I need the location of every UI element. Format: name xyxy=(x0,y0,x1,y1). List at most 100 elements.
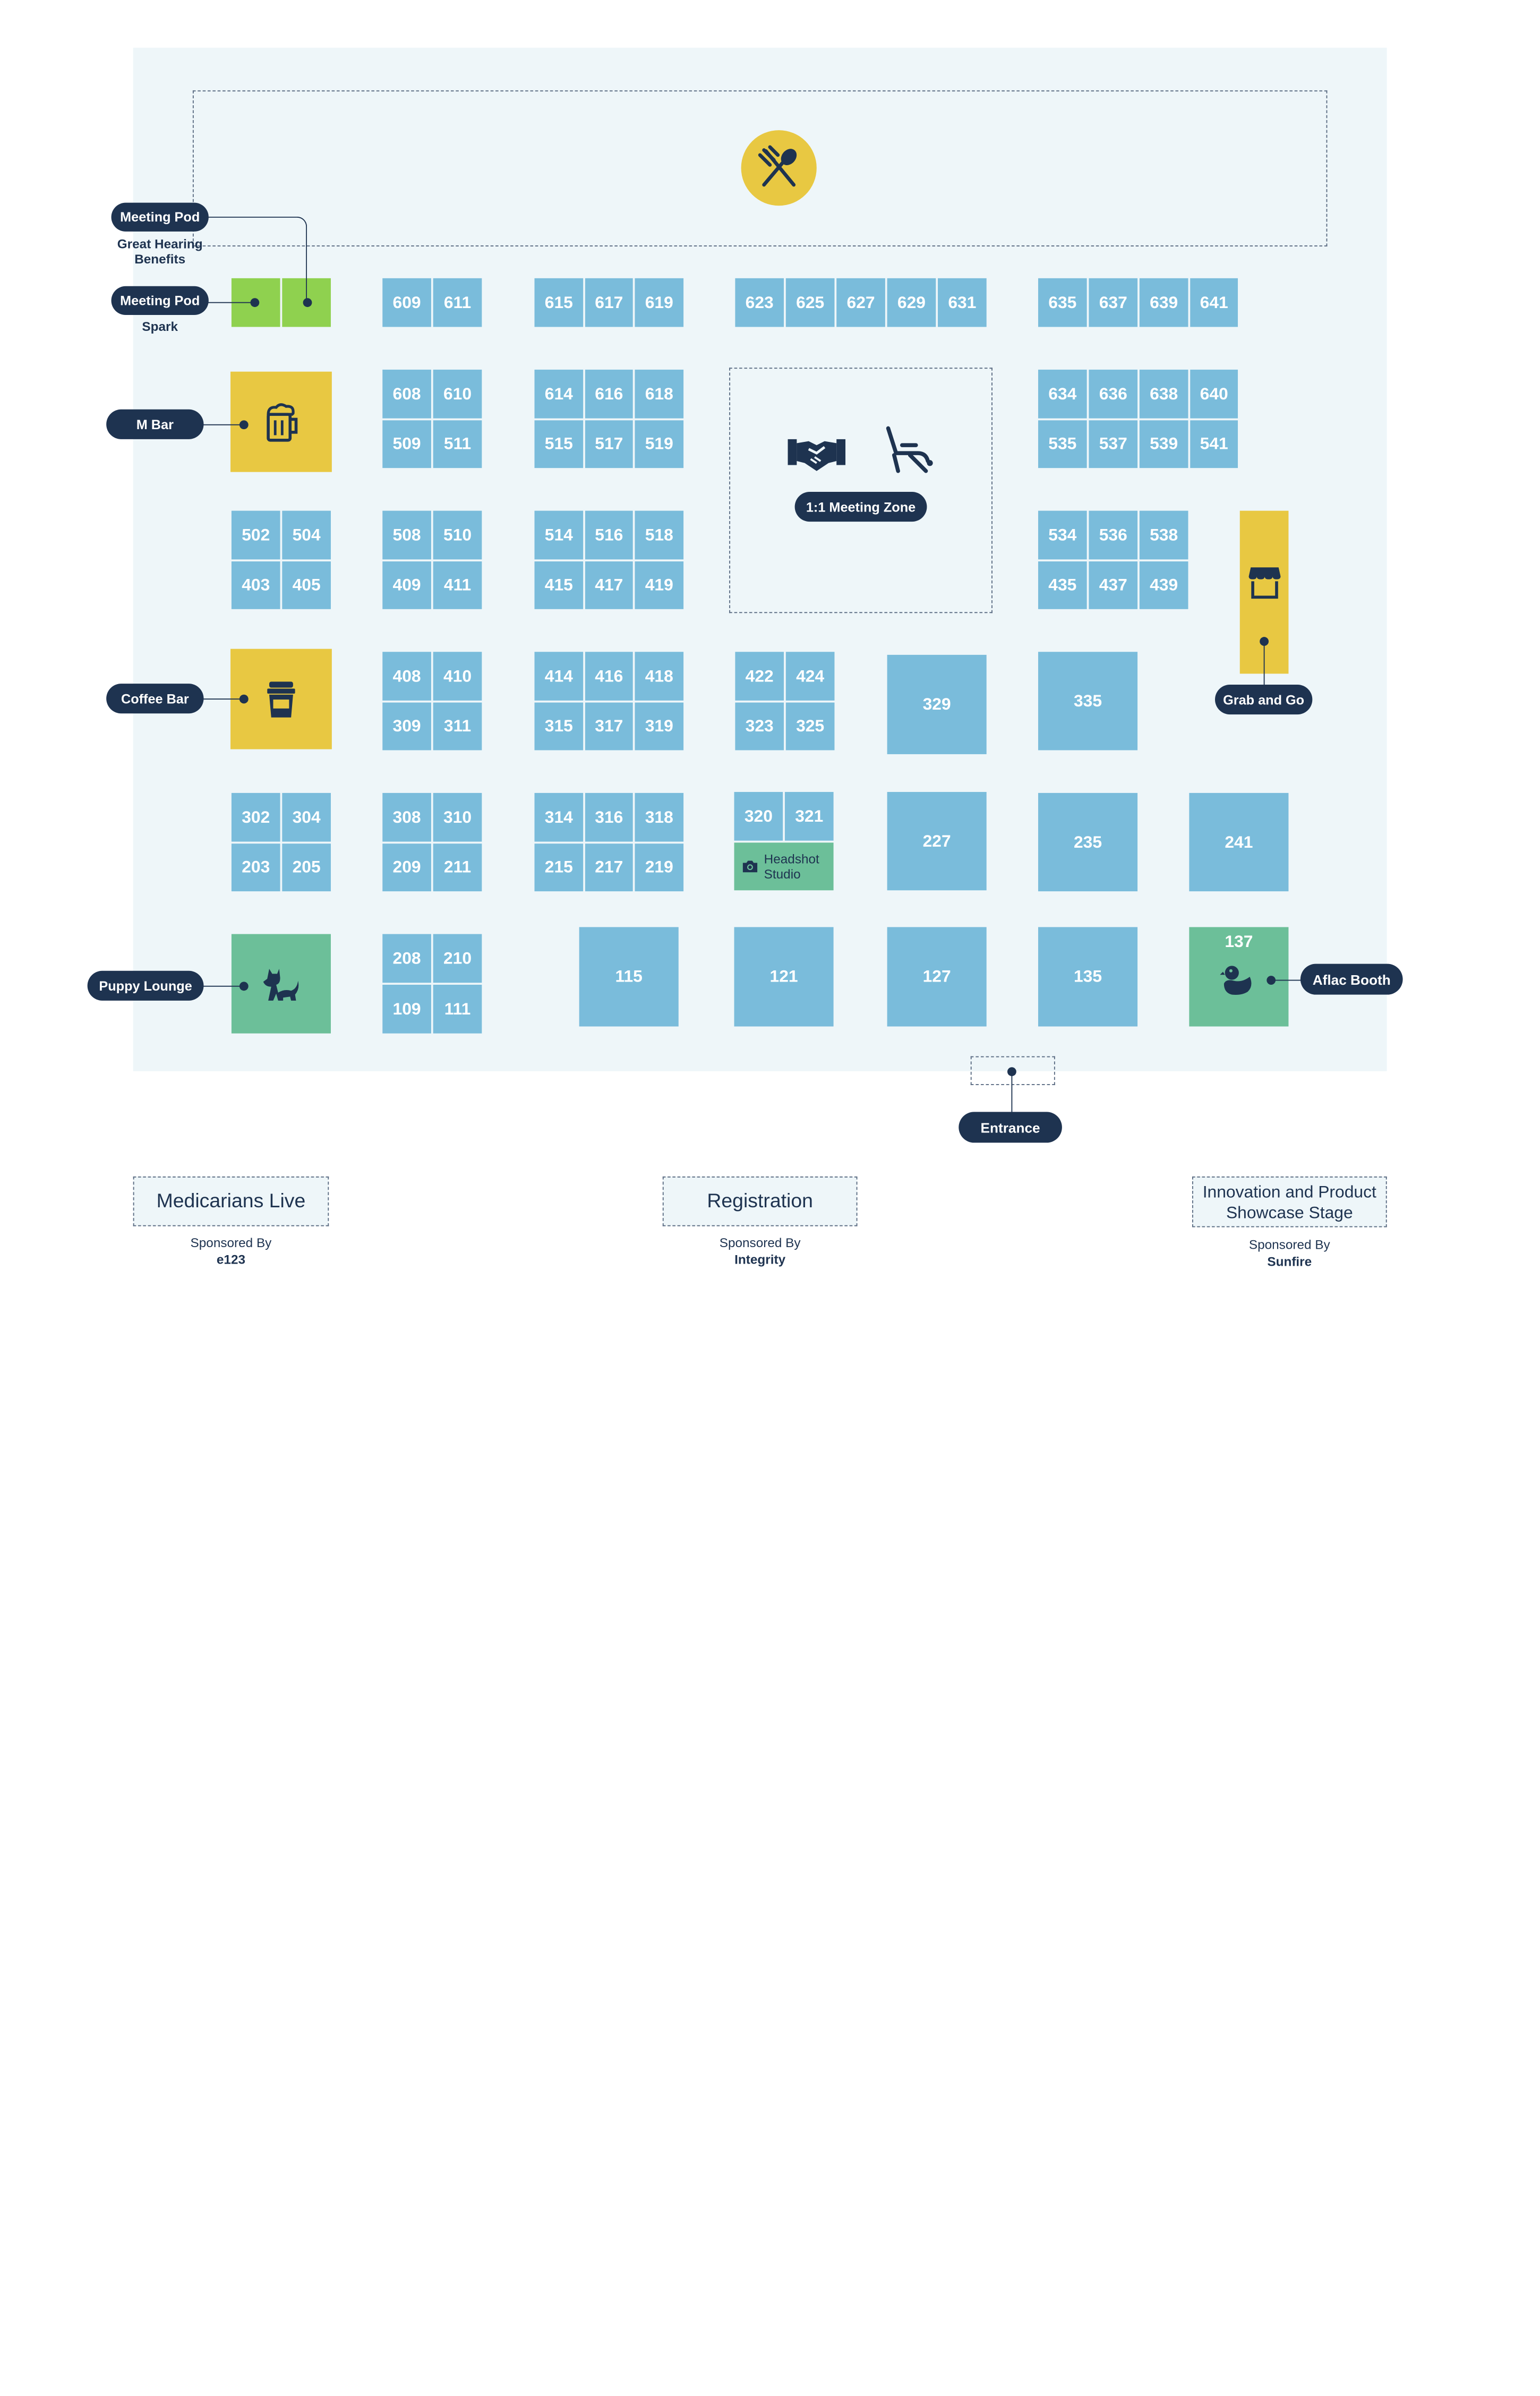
booth-437[interactable]: 437 xyxy=(1089,561,1138,609)
booth-623[interactable]: 623 xyxy=(735,278,784,327)
booth-504[interactable]: 504 xyxy=(282,510,331,560)
booth-115[interactable]: 115 xyxy=(579,927,679,1027)
booth-317[interactable]: 317 xyxy=(585,702,633,751)
booth-535[interactable]: 535 xyxy=(1038,420,1087,468)
booth-241[interactable]: 241 xyxy=(1189,792,1289,892)
booth-541[interactable]: 541 xyxy=(1190,420,1238,468)
booth-409[interactable]: 409 xyxy=(382,561,431,609)
booth-304[interactable]: 304 xyxy=(282,792,331,842)
booth-310[interactable]: 310 xyxy=(433,792,482,842)
booth-210[interactable]: 210 xyxy=(433,934,482,983)
booth-325[interactable]: 325 xyxy=(785,702,835,751)
headshot-studio-area[interactable]: Headshot Studio xyxy=(734,842,834,891)
booth-631[interactable]: 631 xyxy=(938,278,987,327)
booth-302[interactable]: 302 xyxy=(231,792,280,842)
booth-617[interactable]: 617 xyxy=(585,278,633,327)
booth-335[interactable]: 335 xyxy=(1038,652,1138,751)
meeting-zone-label[interactable]: 1:1 Meeting Zone xyxy=(794,492,927,522)
booth-316[interactable]: 316 xyxy=(585,792,633,842)
m-bar-area[interactable] xyxy=(230,371,332,472)
entrance-label[interactable]: Entrance xyxy=(959,1112,1062,1143)
booth-203[interactable]: 203 xyxy=(231,843,280,892)
booth-415[interactable]: 415 xyxy=(534,561,584,609)
booth-410[interactable]: 410 xyxy=(433,652,482,701)
booth-308[interactable]: 308 xyxy=(382,792,431,842)
booth-411[interactable]: 411 xyxy=(433,561,482,609)
stage-medicarians-live[interactable]: Medicarians Live xyxy=(133,1176,329,1226)
booth-209[interactable]: 209 xyxy=(382,843,431,892)
booth-637[interactable]: 637 xyxy=(1089,278,1138,327)
booth-205[interactable]: 205 xyxy=(282,843,331,892)
booth-417[interactable]: 417 xyxy=(585,561,633,609)
meeting-pod-label-2[interactable]: Meeting Pod xyxy=(111,286,209,316)
booth-611[interactable]: 611 xyxy=(433,278,482,327)
aflac-booth-label[interactable]: Aflac Booth xyxy=(1300,963,1403,995)
booth-121[interactable]: 121 xyxy=(734,927,834,1027)
booth-615[interactable]: 615 xyxy=(534,278,584,327)
booth-511[interactable]: 511 xyxy=(433,420,482,468)
booth-408[interactable]: 408 xyxy=(382,652,431,701)
booth-502[interactable]: 502 xyxy=(231,510,280,560)
booth-638[interactable]: 638 xyxy=(1139,369,1188,419)
booth-135[interactable]: 135 xyxy=(1038,927,1138,1027)
booth-217[interactable]: 217 xyxy=(585,843,633,892)
booth-516[interactable]: 516 xyxy=(585,510,633,560)
booth-518[interactable]: 518 xyxy=(635,510,684,560)
booth-414[interactable]: 414 xyxy=(534,652,584,701)
booth-439[interactable]: 439 xyxy=(1139,561,1188,609)
coffee-bar-label[interactable]: Coffee Bar xyxy=(106,684,204,714)
booth-614[interactable]: 614 xyxy=(534,369,584,419)
booth-510[interactable]: 510 xyxy=(433,510,482,560)
booth-235[interactable]: 235 xyxy=(1038,792,1138,892)
puppy-lounge-area[interactable] xyxy=(231,934,331,1034)
booth-405[interactable]: 405 xyxy=(282,561,331,609)
booth-619[interactable]: 619 xyxy=(635,278,684,327)
booth-634[interactable]: 634 xyxy=(1038,369,1087,419)
booth-109[interactable]: 109 xyxy=(382,984,431,1034)
booth-329[interactable]: 329 xyxy=(887,654,987,754)
booth-403[interactable]: 403 xyxy=(231,561,280,609)
booth-539[interactable]: 539 xyxy=(1139,420,1188,468)
booth-508[interactable]: 508 xyxy=(382,510,431,560)
booth-538[interactable]: 538 xyxy=(1139,510,1188,560)
booth-537[interactable]: 537 xyxy=(1089,420,1138,468)
booth-320[interactable]: 320 xyxy=(734,792,783,841)
booth-616[interactable]: 616 xyxy=(585,369,633,419)
booth-536[interactable]: 536 xyxy=(1089,510,1138,560)
booth-127[interactable]: 127 xyxy=(887,927,987,1027)
booth-625[interactable]: 625 xyxy=(785,278,835,327)
booth-534[interactable]: 534 xyxy=(1038,510,1087,560)
booth-319[interactable]: 319 xyxy=(635,702,684,751)
booth-215[interactable]: 215 xyxy=(534,843,584,892)
meeting-pod-label-1[interactable]: Meeting Pod xyxy=(111,202,209,232)
booth-515[interactable]: 515 xyxy=(534,420,584,468)
m-bar-label[interactable]: M Bar xyxy=(106,409,204,439)
booth-416[interactable]: 416 xyxy=(585,652,633,701)
grab-and-go-label[interactable]: Grab and Go xyxy=(1214,684,1313,715)
dining-marker[interactable] xyxy=(741,130,817,206)
booth-608[interactable]: 608 xyxy=(382,369,431,419)
booth-509[interactable]: 509 xyxy=(382,420,431,468)
booth-519[interactable]: 519 xyxy=(635,420,684,468)
booth-435[interactable]: 435 xyxy=(1038,561,1087,609)
coffee-bar-area[interactable] xyxy=(230,649,332,749)
booth-640[interactable]: 640 xyxy=(1190,369,1238,419)
booth-211[interactable]: 211 xyxy=(433,843,482,892)
booth-609[interactable]: 609 xyxy=(382,278,431,327)
booth-635[interactable]: 635 xyxy=(1038,278,1087,327)
registration-desk[interactable]: Registration xyxy=(662,1176,858,1226)
booth-321[interactable]: 321 xyxy=(784,792,834,841)
booth-323[interactable]: 323 xyxy=(735,702,784,751)
booth-639[interactable]: 639 xyxy=(1139,278,1188,327)
booth-314[interactable]: 314 xyxy=(534,792,584,842)
booth-636[interactable]: 636 xyxy=(1089,369,1138,419)
booth-208[interactable]: 208 xyxy=(382,934,431,983)
booth-227[interactable]: 227 xyxy=(887,792,987,891)
booth-424[interactable]: 424 xyxy=(785,652,835,701)
booth-610[interactable]: 610 xyxy=(433,369,482,419)
booth-311[interactable]: 311 xyxy=(433,702,482,751)
booth-318[interactable]: 318 xyxy=(635,792,684,842)
booth-315[interactable]: 315 xyxy=(534,702,584,751)
booth-618[interactable]: 618 xyxy=(635,369,684,419)
booth-309[interactable]: 309 xyxy=(382,702,431,751)
